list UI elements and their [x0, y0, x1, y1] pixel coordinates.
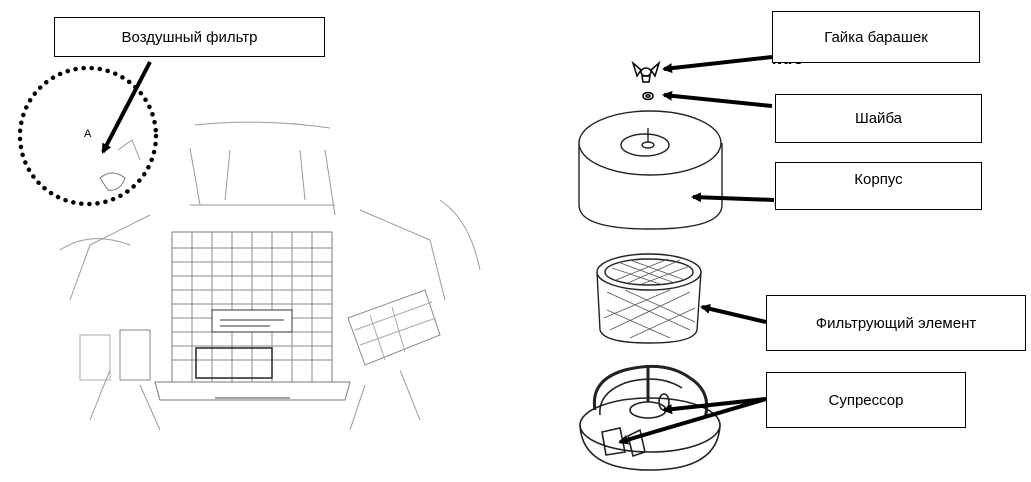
washer-arrow — [664, 95, 772, 106]
filter-element-callout: Фильтрующий элемент — [766, 295, 1026, 351]
air-filter-arrow — [103, 62, 150, 152]
filter-element-arrow — [702, 307, 766, 322]
suppressor-callout: Супрессор — [766, 372, 966, 428]
air-filter-callout: Воздушный фильтр — [54, 17, 325, 57]
filter-element-drawing — [597, 254, 701, 343]
washer-callout: Шайба — [775, 94, 982, 143]
detail-marker-label: A — [84, 128, 92, 140]
wing-nut-callout: Гайка барашек — [772, 11, 980, 63]
cover-drawing — [579, 111, 722, 229]
wing-nut-drawing — [633, 63, 659, 82]
washer-drawing — [643, 93, 653, 100]
housing-callout: Корпус — [775, 162, 982, 210]
machine-front-view — [60, 122, 480, 430]
wing-nut-arrow — [664, 57, 772, 69]
